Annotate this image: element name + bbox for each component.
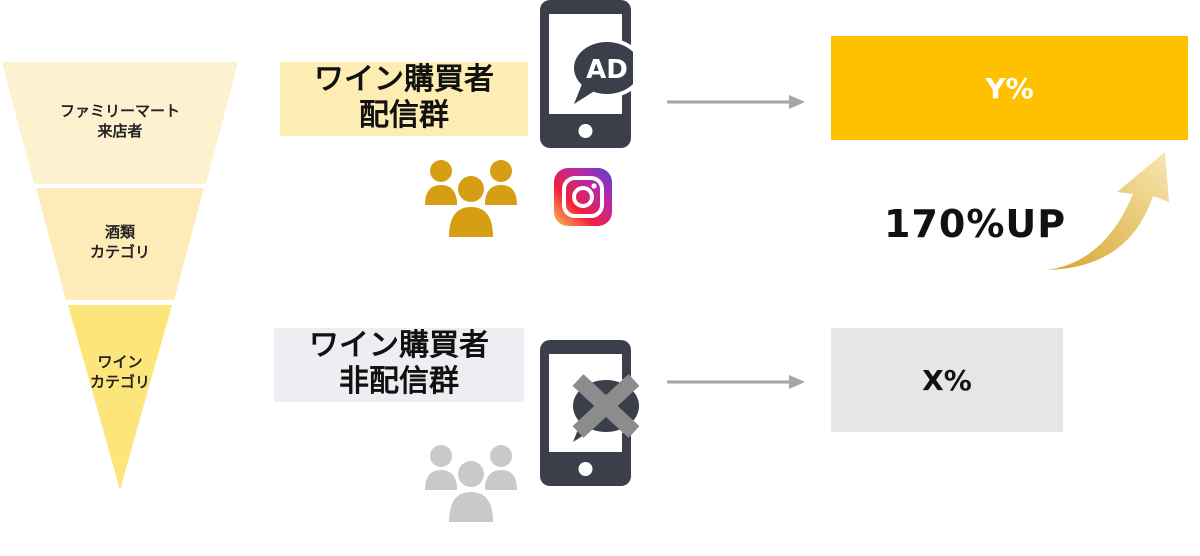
funnel-stage-3 bbox=[68, 305, 172, 490]
curved-up-arrow-icon bbox=[1047, 152, 1169, 270]
funnel-stage-1-label: ファミリーマート 来店者 bbox=[59, 102, 180, 140]
arrow-right-icon bbox=[667, 95, 805, 109]
funnel-diagram bbox=[2, 62, 238, 490]
delivered-group-label: ワイン購買者 配信群 bbox=[280, 62, 528, 136]
funnel-stage-3-label: ワイン カテゴリ bbox=[89, 353, 150, 391]
user-group-icon bbox=[425, 160, 517, 237]
smartphone-with-ad-bubble-icon: AD bbox=[540, 0, 633, 148]
user-group-icon bbox=[425, 445, 517, 522]
funnel-stage-1 bbox=[2, 62, 238, 184]
uplift-text: 170%UP bbox=[884, 202, 1067, 246]
non-delivered-group-label: ワイン購買者 非配信群 bbox=[274, 328, 524, 402]
smartphone-crossed-out-icon bbox=[540, 340, 643, 486]
arrow-right-icon bbox=[667, 375, 805, 389]
delivered-result-box: Y% bbox=[831, 36, 1188, 140]
funnel-stage-2-label: 酒類 カテゴリ bbox=[89, 223, 150, 261]
ad-bubble-text: AD bbox=[586, 55, 628, 85]
instagram-icon bbox=[554, 168, 612, 226]
funnel-stage-2 bbox=[36, 188, 204, 300]
non-delivered-result-box: X% bbox=[831, 328, 1063, 432]
